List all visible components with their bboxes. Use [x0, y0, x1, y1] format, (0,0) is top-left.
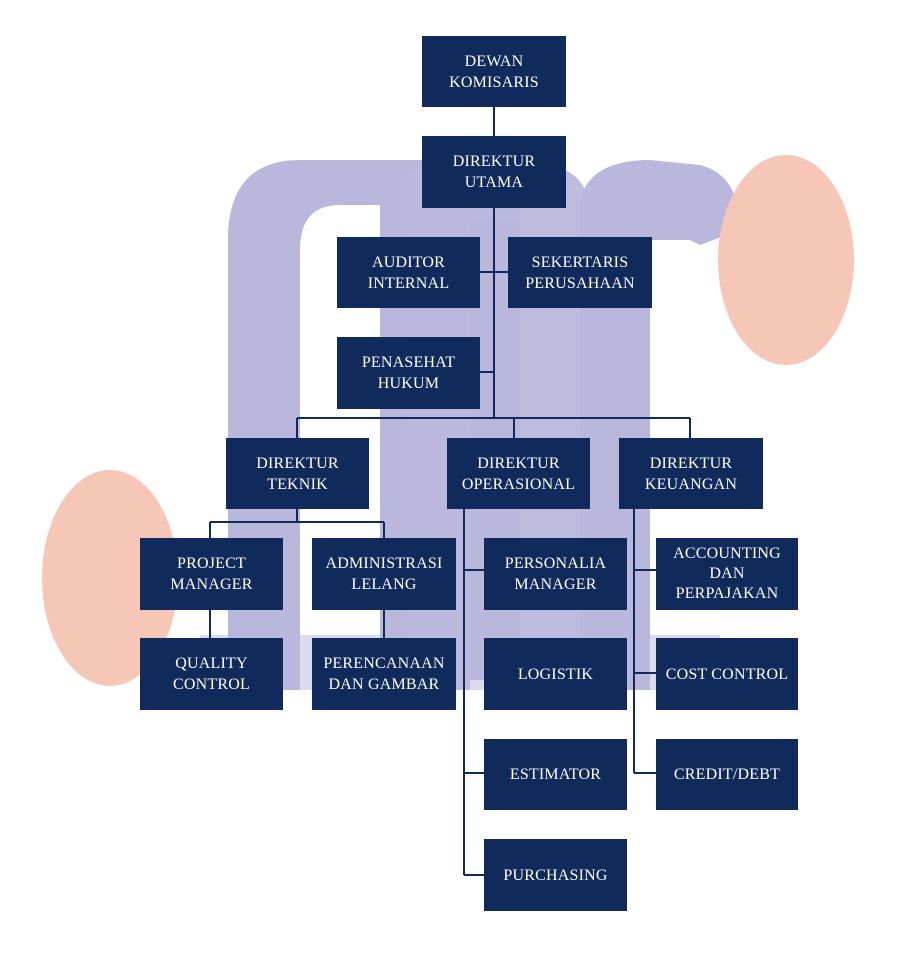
box-perencanaan-dan-gambar: PERENCANAAN DAN GAMBAR — [312, 638, 456, 710]
box-dewan-komisaris: DEWAN KOMISARIS — [422, 36, 566, 107]
box-logistik: LOGISTIK — [484, 638, 627, 710]
box-estimator: ESTIMATOR — [484, 739, 627, 810]
box-auditor-internal: AUDITOR INTERNAL — [337, 237, 480, 308]
box-personalia-manager: PERSONALIA MANAGER — [484, 538, 627, 610]
box-penasehat-hukum: PENASEHAT HUKUM — [337, 337, 480, 409]
watermark-ellipse-right — [718, 155, 854, 365]
box-direktur-keuangan: DIREKTUR KEUANGAN — [619, 438, 763, 509]
box-cost-control: COST CONTROL — [656, 638, 798, 710]
box-purchasing: PURCHASING — [484, 839, 627, 911]
box-direktur-operasional: DIREKTUR OPERASIONAL — [447, 438, 590, 509]
box-administrasi-lelang: ADMINISTRASI LELANG — [312, 538, 456, 610]
box-credit-debt: CREDIT/DEBT — [656, 739, 798, 810]
box-accounting-dan-perpajakan: ACCOUNTING DAN PERPAJAKAN — [656, 538, 798, 610]
watermark-ellipse-left — [42, 470, 178, 686]
box-direktur-utama: DIREKTUR UTAMA — [422, 136, 566, 208]
box-quality-control: QUALITY CONTROL — [140, 638, 283, 710]
box-sekertaris-perusahaan: SEKERTARIS PERUSAHAAN — [508, 237, 652, 308]
box-project-manager: PROJECT MANAGER — [140, 538, 283, 610]
box-direktur-teknik: DIREKTUR TEKNIK — [226, 438, 369, 509]
